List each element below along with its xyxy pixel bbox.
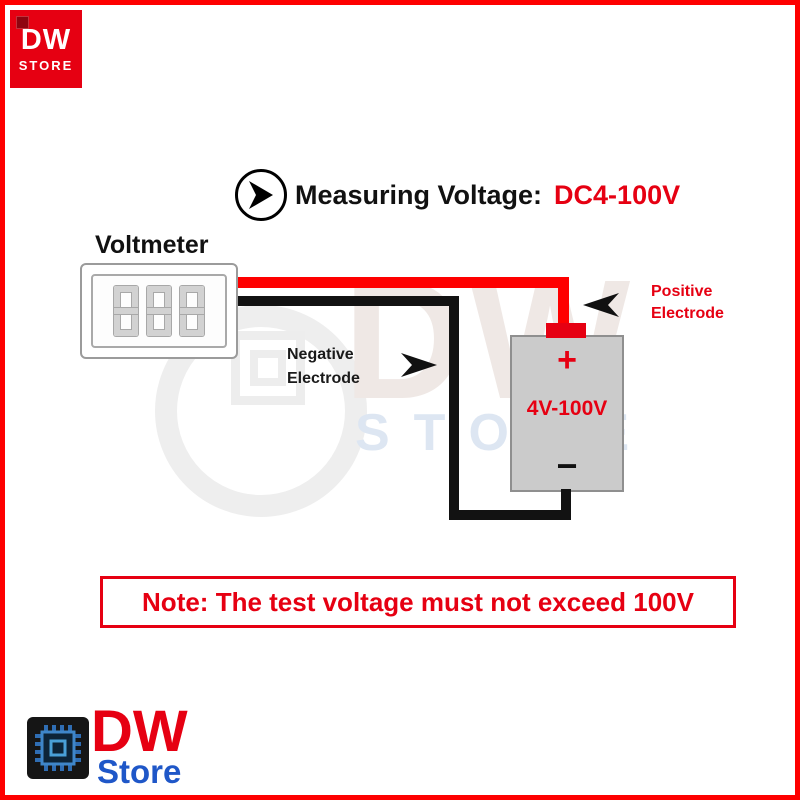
title-row: Measuring Voltage: DC4-100V (235, 169, 680, 221)
positive-electrode-label: Positive Electrode (651, 281, 724, 325)
battery-voltage-label: 4V-100V (526, 397, 608, 420)
positive-electrode-line1: Positive (651, 283, 713, 300)
watermark-chip-icon (231, 331, 305, 405)
negative-electrode-line1: Negative (287, 346, 354, 363)
note-box: Note: The test voltage must not exceed 1… (100, 576, 736, 628)
voltmeter-illustration (80, 263, 238, 359)
store-logo-top: DW STORE (10, 10, 82, 88)
seven-segment-digit (147, 286, 171, 336)
black-wire-horizontal-bottom (449, 510, 571, 520)
battery-minus-sign: − (556, 445, 578, 486)
play-triangle-icon (249, 181, 273, 209)
negative-electrode-label: Negative Electrode (287, 343, 360, 391)
title-text: Measuring Voltage: (295, 179, 543, 210)
voltmeter-display (91, 274, 227, 348)
battery-positive-terminal (546, 323, 586, 338)
red-wire-vertical (558, 277, 569, 329)
negative-electrode-line2: Electrode (287, 370, 360, 387)
voltmeter-label: Voltmeter (95, 231, 209, 259)
cpu-chip-glyph (35, 725, 81, 771)
seven-segment-digit (180, 286, 204, 336)
logo-top-store-text: STORE (18, 58, 74, 73)
cpu-chip-icon (27, 717, 89, 779)
voltage-range-text: DC4-100V (554, 179, 681, 210)
logo-bottom-dw-text: DW (91, 699, 188, 764)
positive-electrode-line2: Electrode (651, 305, 724, 322)
battery-illustration: + 4V-100V − (510, 335, 624, 492)
seven-segment-digit (114, 286, 138, 336)
black-wire-vertical-left (449, 296, 459, 520)
logo-bottom-store-text: Store (97, 753, 182, 790)
black-wire-horizontal-top (233, 296, 459, 306)
note-text: Note: The test voltage must not exceed 1… (142, 586, 694, 617)
arrow-right-icon (401, 353, 437, 377)
black-wire-vertical-right (561, 489, 571, 520)
red-wire-horizontal (233, 277, 569, 288)
logo-top-dw-text: DW (20, 24, 72, 56)
chip-icon (16, 16, 29, 29)
arrow-left-icon (583, 293, 619, 317)
watermark-chip-inner (250, 350, 286, 386)
play-arrow-icon (235, 169, 287, 221)
store-logo-bottom: DW Store (5, 695, 265, 795)
battery-plus-sign: + (557, 341, 577, 379)
